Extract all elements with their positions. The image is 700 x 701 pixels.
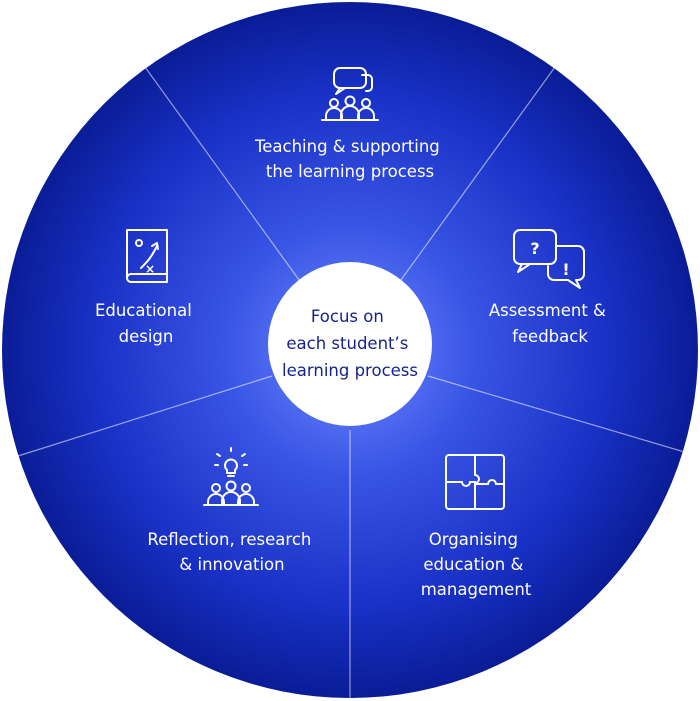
center-label-line: Focus on (311, 307, 384, 326)
group-discussion-icon (321, 67, 379, 121)
question-mark-glyph: ? (530, 239, 539, 258)
segment-label-line: Assessment & (489, 301, 606, 320)
segment-label: Organising education & management (421, 530, 532, 599)
segment-label-line: feedback (512, 327, 588, 346)
divider-line (17, 375, 273, 457)
segment-assessment: ? ! Assessment & feedback (489, 229, 611, 346)
puzzle-icon (445, 454, 505, 510)
segment-reflection: Reflection, research & innovation (147, 447, 316, 574)
divider-line (397, 66, 556, 285)
lightbulb-team-icon (203, 447, 259, 506)
divider-line (144, 66, 303, 285)
center-label-line: each student’s (286, 334, 408, 353)
strategy-plan-icon: × (126, 229, 168, 283)
segment-label: Assessment & feedback (489, 301, 611, 346)
exclamation-mark-glyph: ! (562, 260, 569, 279)
segment-label: Reflection, research & innovation (147, 530, 316, 574)
divider-line (427, 375, 699, 457)
segment-label: Teaching & supporting the learning proce… (254, 137, 445, 181)
center-label: Focus on each student’s learning process (282, 307, 418, 380)
segment-label-line: education & (423, 555, 523, 574)
segment-label-line: management (421, 580, 532, 599)
segment-label-line: Organising (429, 530, 518, 549)
segment-teaching: Teaching & supporting the learning proce… (254, 67, 445, 181)
segment-label-line: Teaching & supporting (254, 137, 440, 156)
segment-organising: Organising education & management (421, 454, 532, 599)
segment-label-line: & innovation (179, 555, 284, 574)
center-circle (268, 262, 432, 426)
center-label-line: learning process (282, 361, 418, 380)
segment-label: Educational design (95, 301, 197, 346)
cross-mark-glyph: × (145, 262, 155, 276)
question-exclamation-bubbles-icon: ? ! (513, 229, 585, 289)
segment-label-line: Reflection, research (147, 530, 311, 549)
segment-design: × Educational design (95, 229, 197, 346)
segment-label-line: Educational (95, 301, 192, 320)
segment-label-line: design (119, 327, 174, 346)
segment-label-line: the learning process (266, 162, 434, 181)
